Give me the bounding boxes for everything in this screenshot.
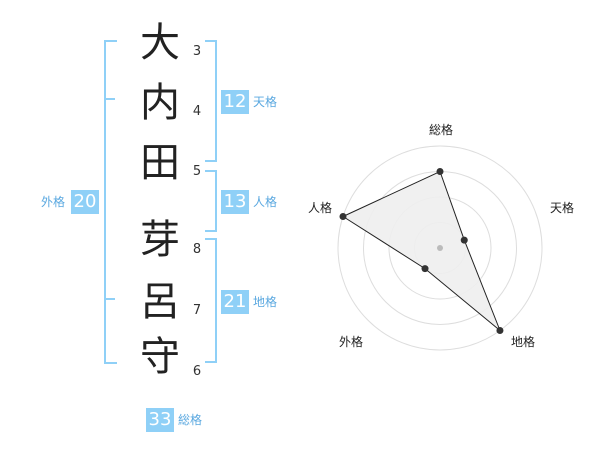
radar-point-tenkaku [460,236,468,244]
radar-label-tenkaku: 天格 [550,200,574,215]
tenkaku-label: 天格 [253,95,278,109]
stroke-count-3: 5 [192,164,202,179]
radar-label-gaikaku: 外格 [339,334,363,349]
radar-area [341,170,501,331]
name-char-1: 大 [140,20,180,66]
radar-grid-ring [337,145,543,351]
jinkaku-value: 13 [221,190,249,214]
soukaku-value: 33 [146,408,174,432]
gaikaku-bracket [104,40,117,364]
name-char-6: 守 [140,334,180,380]
radar-center-dot [437,245,443,251]
radar-label-jinkaku: 人格 [308,200,332,215]
stroke-count-1: 3 [192,44,202,59]
bracket-tick [106,298,115,300]
chikaku-label: 地格 [253,295,278,309]
jinkaku-bracket [205,170,217,232]
name-char-2: 内 [140,80,180,126]
soukaku-label: 総格 [178,413,203,427]
stroke-count-4: 8 [192,242,202,257]
stroke-count-5: 7 [192,303,202,318]
jinkaku-label: 人格 [253,195,278,209]
name-char-3: 田 [140,140,180,186]
gaikaku-value: 20 [71,190,99,214]
tenkaku-bracket [205,40,217,162]
radar-label-chikaku: 地格 [511,334,535,349]
radar-point-soukaku [436,168,444,175]
name-char-5: 呂 [140,279,180,325]
radar-point-gaikaku [421,265,429,273]
stroke-count-2: 4 [192,104,202,119]
gaikaku-label: 外格 [41,195,66,209]
chikaku-value: 21 [221,290,249,314]
name-char-4: 芽 [140,217,180,263]
radar-point-jinkaku [339,212,347,220]
chikaku-bracket [205,238,217,363]
bracket-tick [106,98,115,100]
radar-points [339,168,504,335]
tenkaku-value: 12 [221,90,249,114]
radar-point-chikaku [496,327,504,335]
radar-label-soukaku: 総格 [429,122,453,137]
stroke-count-6: 6 [192,364,202,379]
